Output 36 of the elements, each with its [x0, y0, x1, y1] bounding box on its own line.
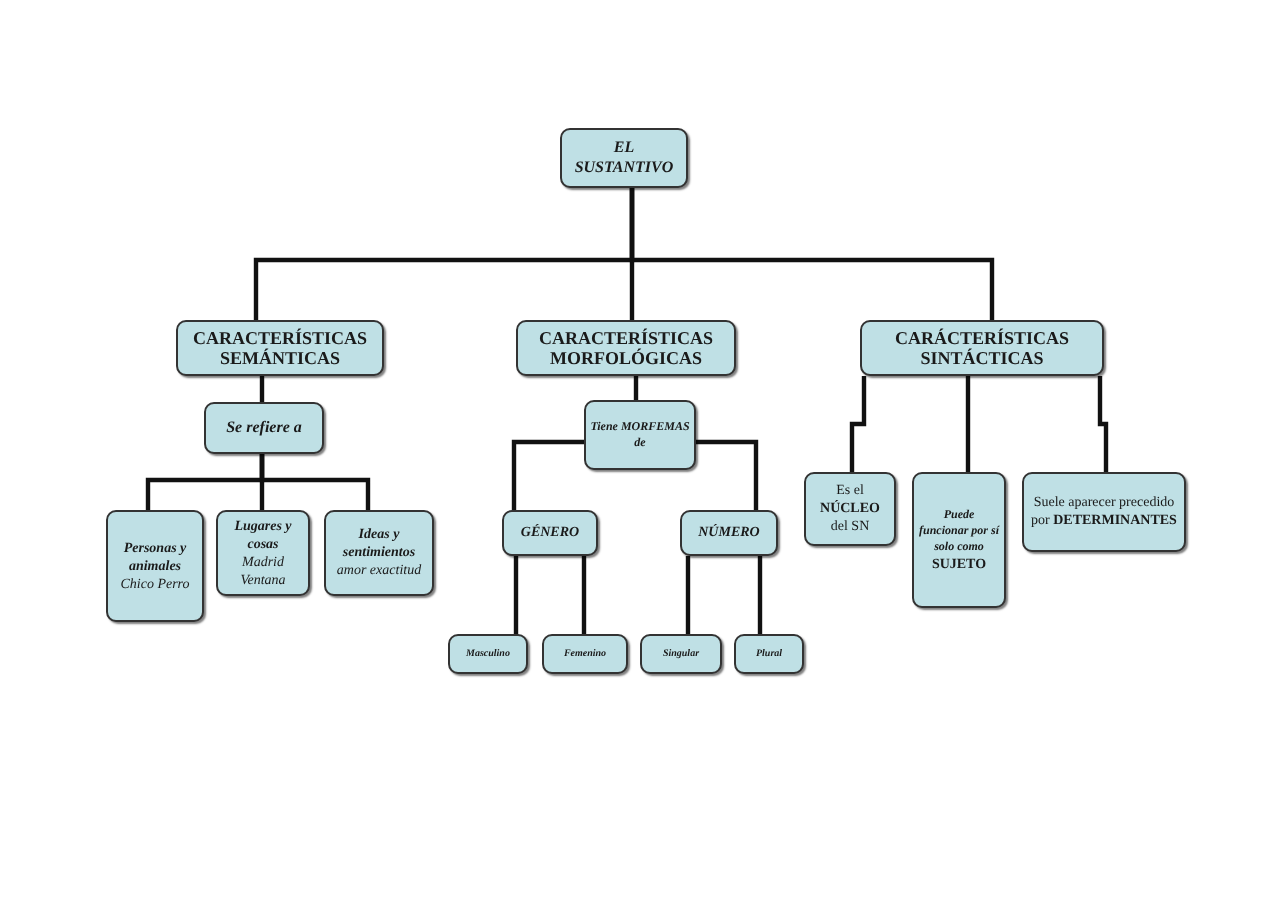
concept-box [1022, 472, 1186, 552]
concept-box [680, 510, 778, 556]
concept-box [560, 128, 688, 188]
concept-box [216, 510, 310, 596]
concept-box [204, 402, 324, 454]
concept-box [502, 510, 598, 556]
connector-line [629, 188, 995, 320]
connector-line [685, 556, 691, 634]
box-text: Se refiere a [226, 418, 302, 438]
concept-box [176, 320, 384, 376]
box-text: CARACTERÍSTICAS SEMÁNTICAS [190, 328, 370, 368]
connector-line [696, 439, 759, 510]
connector-line [965, 376, 971, 472]
concept-box [542, 634, 628, 674]
concept-box [640, 634, 722, 674]
connector-line [259, 454, 371, 510]
concept-box [860, 320, 1104, 376]
concept-box [516, 320, 736, 376]
concept-box [448, 634, 528, 674]
concept-box [804, 472, 896, 546]
concept-box [912, 472, 1006, 608]
concept-box [734, 634, 804, 674]
connector-line [511, 439, 584, 510]
concept-box [324, 510, 434, 596]
box-text: CARÁCTERÍSTICAS SINTÁCTICAS [892, 328, 1072, 368]
connector-line [581, 556, 587, 634]
connector-line [513, 556, 519, 634]
box-text: EL SUSTANTIVO [572, 138, 676, 178]
concept-box [106, 510, 204, 622]
box-text: CARACTERÍSTICAS MORFOLÓGICAS [536, 328, 716, 368]
connector-line [633, 376, 639, 400]
concept-box [584, 400, 696, 470]
connector-line [259, 376, 265, 402]
connector-line [1097, 376, 1109, 472]
connector-line [849, 376, 867, 472]
connector-line [757, 556, 763, 634]
